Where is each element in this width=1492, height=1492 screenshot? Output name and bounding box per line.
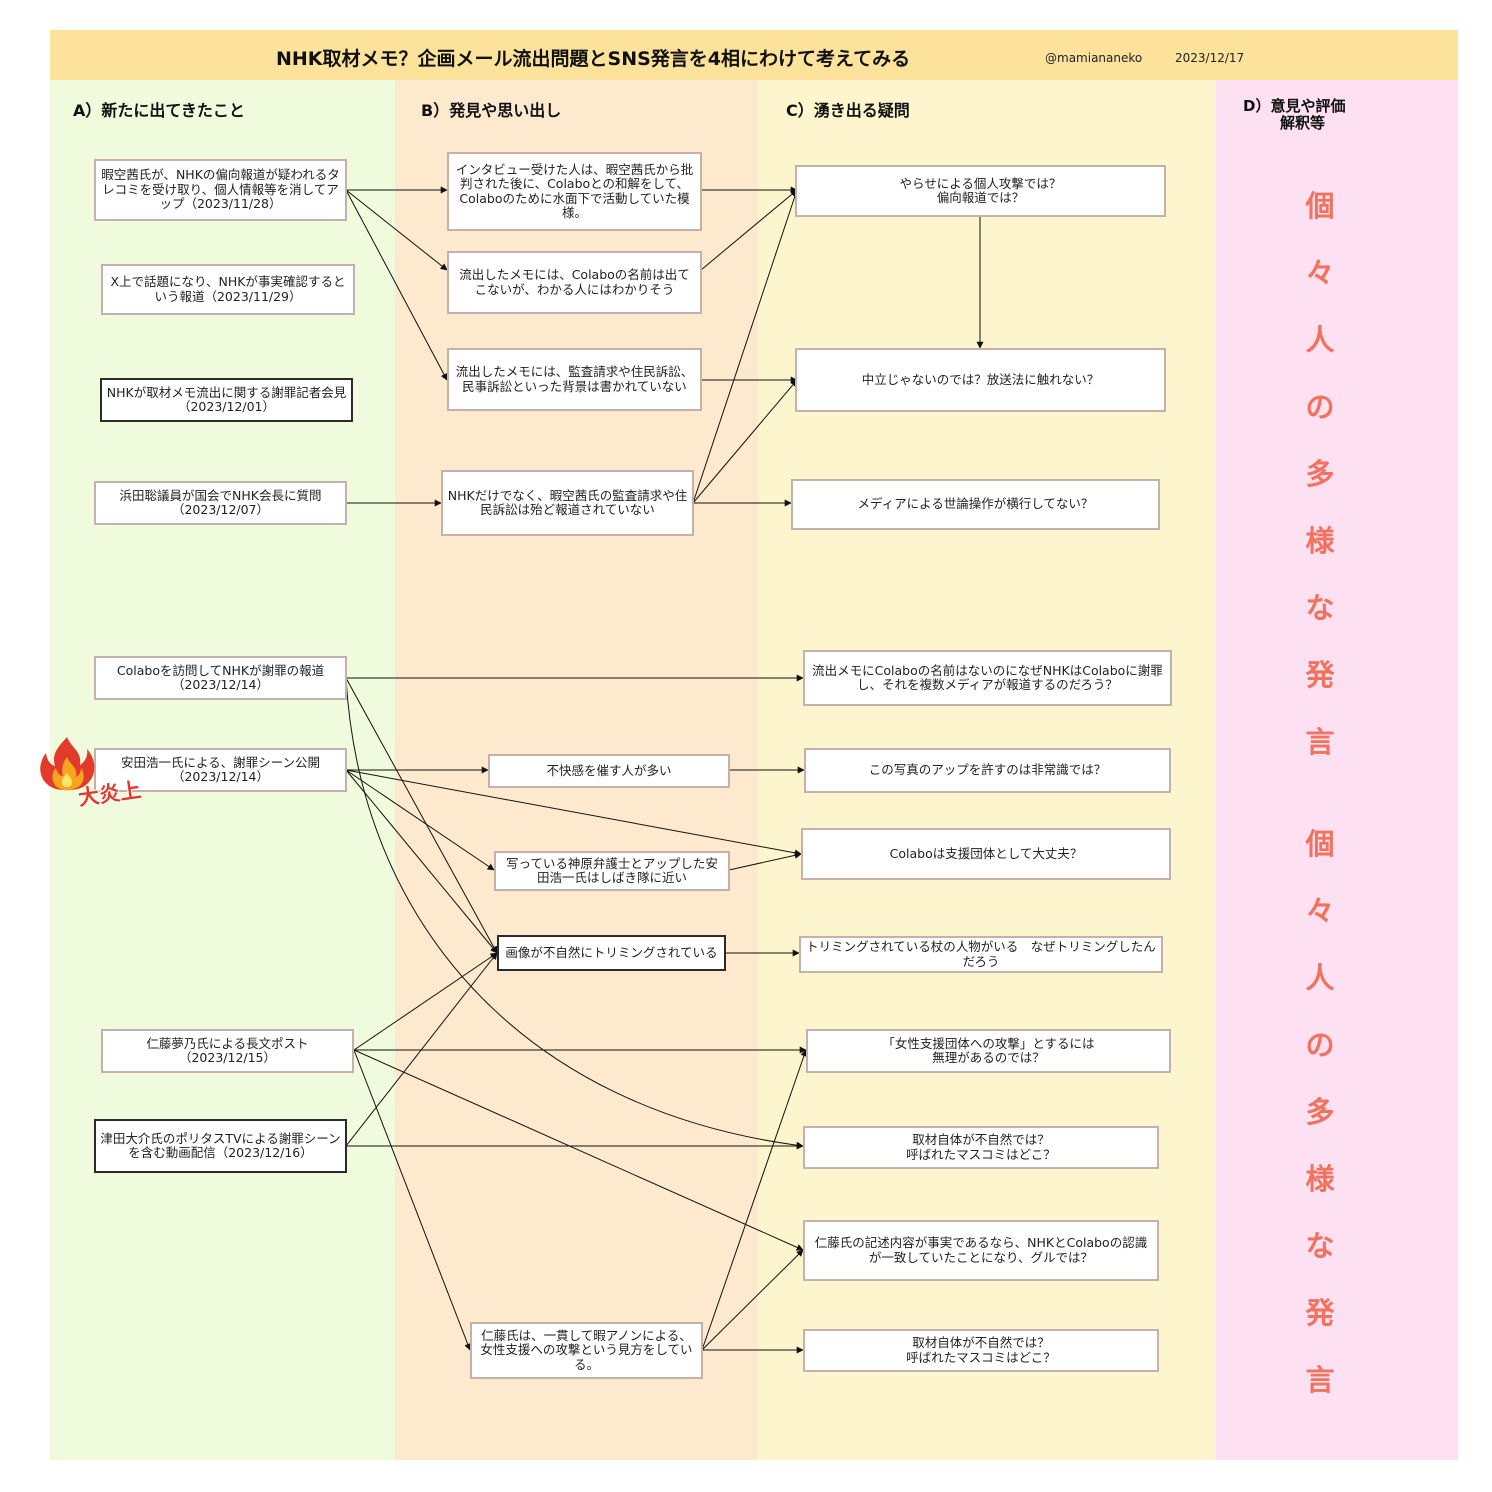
node-c8: 「女性支援団体への攻撃」とするには 無理があるのでは？ (806, 1029, 1171, 1073)
node-a6: 安田浩一氏による、謝罪シーン公開（2023/12/14） (94, 748, 347, 792)
node-b4: NHKだけでなく、暇空茜氏の監査請求や住民訴訟は殆ど報道されていない (441, 470, 694, 536)
arrow-a6-b6 (345, 769, 495, 871)
vertical-char: な (1305, 1229, 1335, 1263)
node-a3: NHKが取材メモ流出に関する謝罪記者会見（2023/12/01） (100, 378, 353, 422)
arrow-a6-b7 (345, 769, 498, 954)
arrow-b8-c10 (701, 1249, 804, 1351)
node-b2: 流出したメモには、Colaboの名前は出てこないが、わかる人にはわかりそう (447, 251, 702, 314)
arrow-b4-c2 (692, 379, 798, 504)
vertical-char: 様 (1305, 524, 1335, 558)
arrow-b4-c1 (692, 189, 799, 504)
arrow-a7-b7 (353, 952, 498, 1051)
node-b5: 不快感を催す人が多い (488, 754, 730, 788)
vertical-char: 個 (1305, 827, 1335, 861)
vertical-char: 多 (1305, 1095, 1335, 1129)
page-title: NHK取材メモ？企画メール流出問題とSNS発言を4相にわけて考えてみる (276, 48, 911, 70)
node-c1: やらせによる個人攻撃では？ 偏向報道では？ (795, 165, 1166, 217)
node-a1: 暇空茜氏が、NHKの偏向報道が疑われるタレコミを受け取り、個人情報等を消してアッ… (94, 159, 347, 221)
vertical-char: 言 (1305, 725, 1335, 759)
vertical-char: 言 (1305, 1363, 1335, 1397)
node-a8: 津田大介氏のポリタスTVによる謝罪シーンを含む動画配信（2023/12/16） (94, 1119, 347, 1173)
vertical-char: 個 (1305, 189, 1335, 223)
arrow-b2-c1 (700, 189, 798, 271)
node-b3: 流出したメモには、監査請求や住民訴訟、民事訴訟といった背景は書かれていない (447, 348, 702, 411)
node-b8: 仁藤氏は、一貫して暇アノンによる、女性支援への攻撃という見方をしている。 (470, 1322, 703, 1379)
node-c10: 仁藤氏の記述内容が事実であるなら、NHKとColaboの認識が一致していたことに… (803, 1220, 1159, 1281)
node-b1: インタビュー受けた人は、暇空茜氏から批判された後に、Colaboとの和解をして、… (447, 152, 702, 231)
arrow-a7-c10 (353, 1049, 804, 1251)
arrow-a7-b8 (353, 1049, 471, 1351)
node-a7: 仁藤夢乃氏による長文ポスト（2023/12/15） (101, 1029, 354, 1073)
node-c4: 流出メモにColaboの名前はないのになぜNHKはColaboに謝罪し、それを複… (803, 650, 1172, 706)
vertical-char: 多 (1305, 457, 1335, 491)
vertical-char: 々 (1305, 894, 1335, 928)
node-c5: この写真のアップを許すのは非常識では？ (804, 748, 1171, 793)
vertical-char: の (1305, 1028, 1335, 1062)
vertical-char: な (1305, 591, 1335, 625)
arrow-a5-c9 (345, 677, 804, 1149)
column-d-header-line2: 解釈等 (1280, 114, 1326, 132)
title-bar (50, 30, 1458, 80)
author-handle: @mamiananeko (1045, 51, 1143, 65)
column-d-header-line1: D）意見や評価 (1243, 97, 1346, 115)
node-c2: 中立じゃないのでは？放送法に触れない？ (795, 348, 1166, 412)
arrow-b8-c8 (701, 1049, 808, 1351)
arrow-b6-c6 (728, 851, 802, 871)
arrow-a1-b3 (345, 189, 448, 381)
vertical-char: 人 (1305, 323, 1335, 357)
node-a2: X上で話題になり、NHKが事実確認するという報道（2023/11/29） (101, 264, 355, 315)
column-d-header: D）意見や評価 解釈等 (1243, 98, 1345, 132)
flame-icon (40, 737, 95, 791)
node-c6: Colaboは支援団体として大丈夫？ (801, 828, 1171, 880)
node-a4: 浜田聡議員が国会でNHK会長に質問（2023/12/07） (94, 481, 347, 525)
node-c7: トリミングされている杖の人物がいる なぜトリミングしたんだろう (799, 936, 1163, 973)
node-b6: 写っている神原弁護士とアップした安田浩一氏はしばき隊に近い (494, 851, 730, 891)
column-c-header: C）湧き出る疑問 (786, 101, 910, 120)
vertical-char: 発 (1305, 1296, 1335, 1330)
arrow-a8-b7 (345, 952, 498, 1147)
column-a-header: A）新たに出てきたこと (73, 101, 245, 120)
node-c3: メディアによる世論操作が横行してない？ (791, 479, 1160, 530)
publish-date: 2023/12/17 (1175, 51, 1245, 65)
arrow-a6-c6 (345, 769, 802, 857)
vertical-char: 発 (1305, 658, 1335, 692)
node-c9: 取材自体が不自然では？ 呼ばれたマスコミはどこ？ (803, 1126, 1159, 1169)
column-d-band (1216, 80, 1458, 1460)
node-a5: Colaboを訪問してNHKが謝罪の報道（2023/12/14） (94, 656, 347, 700)
column-b-header: B）発見や思い出し (421, 101, 562, 120)
vertical-char: 人 (1305, 961, 1335, 995)
vertical-char: 様 (1305, 1162, 1335, 1196)
vertical-char: 々 (1305, 256, 1335, 290)
arrow-a5-b7 (345, 677, 498, 954)
vertical-char: の (1305, 390, 1335, 424)
arrow-a1-b2 (345, 189, 448, 271)
node-c11: 取材自体が不自然では？ 呼ばれたマスコミはどこ？ (803, 1329, 1159, 1372)
node-b7: 画像が不自然にトリミングされている (497, 935, 726, 971)
